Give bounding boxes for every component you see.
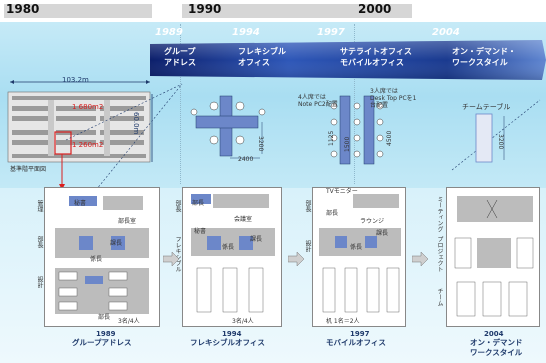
phase-label-3: サテライトオフィス モバイルオフィス (340, 46, 412, 68)
floorplan-area2: 1 260m2 (72, 141, 104, 149)
decade-bar-1990 (182, 4, 356, 18)
p3-label-chief: 係長 (350, 244, 363, 251)
p3-label-manager: 課長 (376, 230, 389, 237)
phase-1-line2: アドレス (164, 58, 196, 67)
transition-arrow-1 (163, 252, 179, 266)
p2-bottom: 3名/4人 (232, 318, 254, 325)
floorplan-caption: 基準階平面図 (10, 166, 47, 173)
p2-label-director: 部長 (192, 200, 205, 207)
unit3-dim-2: 1500 (344, 136, 351, 152)
p3-bottom: 机 1名＝2人 (326, 318, 360, 325)
p1-label-secretary: 秘書 (74, 200, 87, 207)
phase-label-1: グループ アドレス (164, 46, 196, 68)
unit3-dim-1: 1125 (328, 130, 335, 146)
unit3-note-right: 3人席では Desk Top PCを1 台配置 (370, 88, 416, 109)
p1-label-director-room: 部長室 (118, 218, 137, 225)
p2-label-manager: 課長 (250, 236, 263, 243)
plan-panel-1989 (44, 187, 160, 327)
phase-4-line2: ワークスタイル (452, 58, 508, 67)
p3-left-label-2: 設計 (304, 240, 311, 252)
plan-panel-2004 (446, 187, 540, 327)
p2-label-chief: 係長 (222, 244, 235, 251)
unit3-note-right-3: 台配置 (370, 102, 389, 109)
plan-panel-1997 (312, 187, 406, 327)
divider-1990 (180, 24, 181, 184)
p1-left-label-1: 管理 (36, 200, 43, 212)
floorplan-width-dim: 103.2m (62, 76, 89, 84)
caption-year-1989: 1989 (96, 330, 116, 338)
plan-2004-drawing (454, 196, 534, 317)
floorplan-area1: 1 680m2 (72, 103, 104, 111)
p2-label-secretary: 秘書 (194, 228, 207, 235)
decade-bar-2000 (356, 4, 412, 18)
plan-1989-drawing (55, 196, 149, 314)
timeline-year-1989: 1989 (155, 27, 183, 38)
decade-label-1990: 1990 (188, 2, 222, 16)
caption-name-1989: グループアドレス (72, 338, 132, 347)
unit2-dim-h: 3200 (257, 136, 264, 152)
caption-name-2004: オン・デマンド (470, 338, 523, 347)
p4-left-label-2: プロジェクト (436, 236, 443, 272)
caption-name-1997: モバイルオフィス (326, 338, 386, 347)
phase-2-line1: フレキシブル (238, 47, 286, 56)
unit3-note-left: 4人席では Note PC2配置 (298, 94, 338, 108)
p2-left-label-1: 部長 (174, 200, 181, 212)
unit4-title: チームテーブル (462, 103, 511, 111)
unit3-note-right-1: 3人席では (370, 88, 398, 95)
caption-year-1994: 1994 (222, 330, 242, 338)
unit3-note-right-2: Desk Top PCを1 (370, 95, 417, 102)
p2-label-meeting: 会議室 (234, 216, 253, 223)
p3-left-label-1: 部長 (304, 200, 311, 212)
decade-bar-1980 (4, 4, 152, 18)
plan-1994-drawing (191, 194, 275, 313)
transition-arrow-2 (288, 252, 304, 266)
caption-name-1994: フレキシブルオフィス (190, 338, 265, 347)
p3-label-lounge: ラウンジ (360, 218, 385, 225)
p3-label-director: 部長 (326, 210, 339, 217)
phase-2-line2: オフィス (238, 58, 270, 67)
plan-panel-1994 (182, 187, 282, 327)
phase-1-line1: グループ (164, 47, 196, 56)
caption-year-1997: 1997 (350, 330, 370, 338)
team-table-2004 (475, 113, 505, 163)
timeline-year-1997: 1997 (317, 27, 345, 38)
phase-label-4: オン・デマンド・ ワークスタイル (452, 46, 516, 68)
p1-bottom: 3名/4人 (118, 318, 140, 325)
p4-left-label-3: チーム (436, 288, 443, 306)
p1-label-manager: 課長 (110, 240, 123, 247)
unit4-dim: 3200 (497, 134, 504, 150)
timeline-arrow (150, 40, 546, 80)
unit3-note-left-2: Note PC2配置 (298, 101, 338, 108)
p1-left-label-2: 部長 (36, 236, 43, 248)
caption-name2-2004: ワークスタイル (470, 348, 523, 357)
p4-left-label-1: ミーティング (436, 196, 443, 232)
p2-left-label-2: フレキシブル (174, 236, 181, 272)
phase-4-line1: オン・デマンド・ (452, 47, 516, 56)
desk-unit-1997 (330, 95, 384, 165)
unit3-note-left-1: 4人席では (298, 94, 326, 101)
decade-label-2000: 2000 (358, 2, 392, 16)
decade-label-1980: 1980 (6, 2, 40, 16)
p1-label-director: 部長 (98, 314, 111, 321)
unit3-dim-3: 4500 (386, 130, 393, 146)
timeline-year-2004: 2004 (432, 27, 460, 38)
timeline-year-1994: 1994 (232, 27, 260, 38)
building-floorplan (7, 80, 153, 168)
desk-unit-1994 (190, 95, 266, 159)
p1-label-chief: 係長 (90, 256, 103, 263)
p3-label-tv: TVモニター (326, 188, 358, 195)
phase-3-line2: モバイルオフィス (340, 58, 404, 67)
phase-label-2: フレキシブル オフィス (238, 46, 286, 68)
caption-year-2004: 2004 (484, 330, 504, 338)
unit2-dim-w: 2400 (238, 156, 254, 163)
p1-left-label-3: 設計 (36, 276, 43, 288)
phase-3-line1: サテライトオフィス (340, 47, 412, 56)
transition-arrow-3 (412, 252, 428, 266)
plan-1997-drawing (319, 194, 401, 313)
